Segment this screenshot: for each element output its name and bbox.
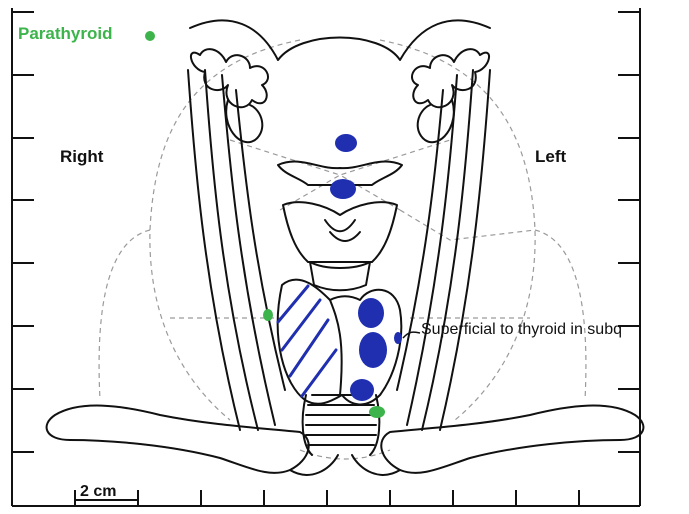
lesion-left-lobe-lower bbox=[350, 379, 374, 401]
parathyroid-left-lower bbox=[369, 406, 385, 418]
anatomy-outline bbox=[47, 20, 644, 475]
lesion-subq bbox=[394, 332, 402, 344]
measurement-frame bbox=[12, 8, 640, 506]
thyroid-hatching bbox=[278, 286, 336, 396]
lesion-left-lobe-middle bbox=[359, 332, 387, 368]
parathyroid-right bbox=[263, 309, 273, 321]
side-label-right: Right bbox=[60, 147, 103, 167]
side-label-left: Left bbox=[535, 147, 566, 167]
lesion-hyoid-upper bbox=[335, 134, 357, 152]
annotation-subq: Superficial to thyroid in subq bbox=[421, 321, 622, 339]
legend-label: Parathyroid bbox=[18, 24, 112, 44]
legend-parathyroid-dot bbox=[145, 31, 155, 41]
annotation-pointer bbox=[403, 332, 420, 338]
lesion-hyoid-lower bbox=[330, 179, 356, 199]
scale-bar-label: 2 cm bbox=[80, 483, 116, 501]
lesion-left-lobe-upper bbox=[358, 298, 384, 328]
